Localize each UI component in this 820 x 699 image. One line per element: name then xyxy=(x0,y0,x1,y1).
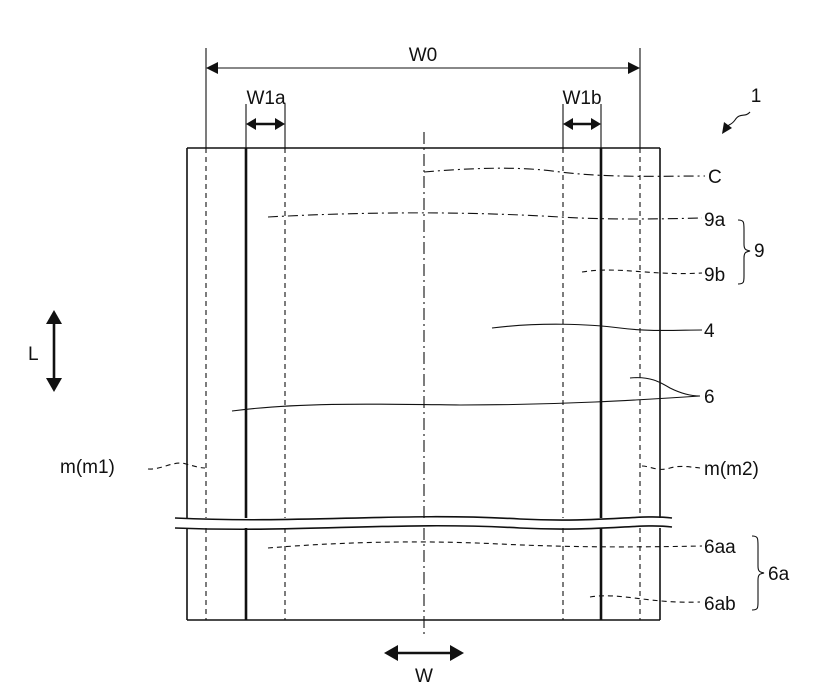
w1a-label: W1a xyxy=(246,88,286,109)
leader-4 xyxy=(492,324,702,330)
label-m2: m(m2) xyxy=(704,459,759,480)
leader-m1 xyxy=(148,463,205,469)
w0-arrow-left xyxy=(206,62,218,74)
label-m1: m(m1) xyxy=(60,457,115,478)
brace-9 xyxy=(738,220,750,284)
label-6a: 6a xyxy=(768,564,790,585)
w0-arrow-right xyxy=(628,62,640,74)
w-arrow-head-left xyxy=(384,645,398,661)
label-9: 9 xyxy=(754,241,765,262)
l-arrow-head-up xyxy=(46,310,62,324)
w1b-arrow-right xyxy=(591,118,601,130)
reference-numeral-1: 1 xyxy=(751,86,762,107)
break-line-top xyxy=(175,517,672,520)
leader-6-long xyxy=(232,396,700,411)
l-arrow-head-down xyxy=(46,378,62,392)
label-c: C xyxy=(708,167,722,188)
label-6ab: 6ab xyxy=(704,594,736,615)
label-6aa: 6aa xyxy=(704,537,736,558)
w1a-arrow-left xyxy=(246,118,256,130)
label-9a: 9a xyxy=(704,210,726,231)
w-arrow-head-right xyxy=(450,645,464,661)
leader-m2 xyxy=(642,466,700,469)
brace-6a xyxy=(752,536,764,610)
leader-c xyxy=(424,168,705,176)
label-4: 4 xyxy=(704,321,715,342)
w1b-label: W1b xyxy=(562,88,601,109)
l-direction-label: L xyxy=(28,344,39,365)
label-9b: 9b xyxy=(704,265,725,286)
label-6: 6 xyxy=(704,387,715,408)
leader-6aa xyxy=(268,542,702,548)
leader-6ab xyxy=(590,596,700,602)
w1a-arrow-right xyxy=(275,118,285,130)
leader-9a xyxy=(268,213,702,219)
w-direction-label: W xyxy=(415,666,433,687)
w0-label: W0 xyxy=(409,45,438,66)
w1b-arrow-left xyxy=(563,118,573,130)
